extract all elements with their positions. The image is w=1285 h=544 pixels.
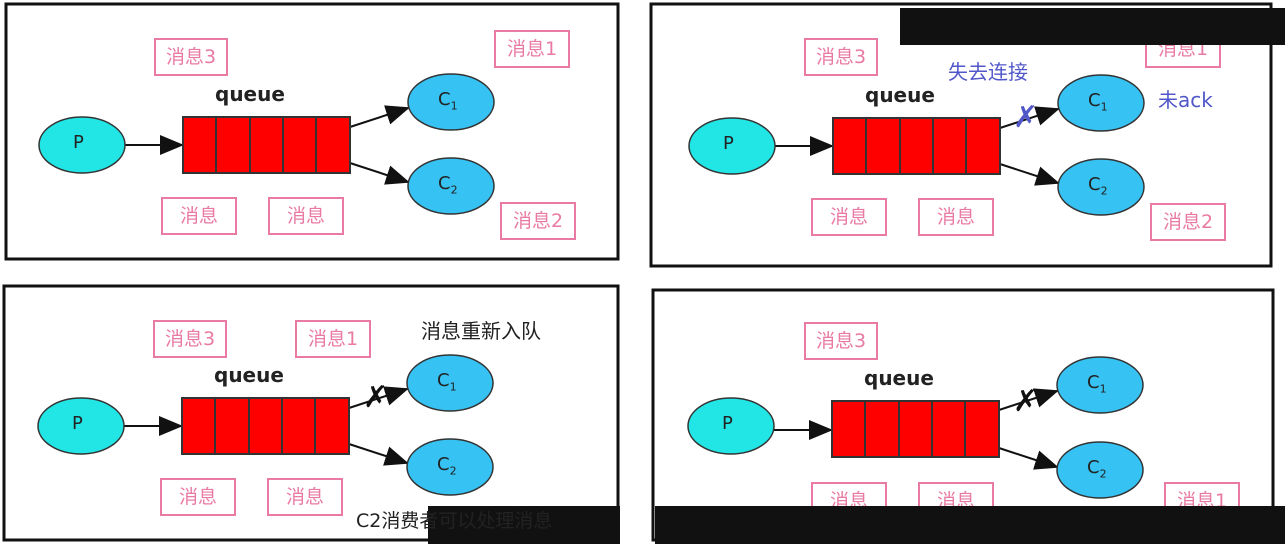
message-box: 消息 — [160, 478, 236, 516]
panel-2-frame — [649, 2, 1273, 268]
queue — [832, 117, 1001, 175]
redaction-bar — [900, 8, 1285, 45]
cross-mark: ✗ — [363, 380, 389, 415]
message-box: 消息 — [918, 198, 994, 236]
cross-mark: ✗ — [1013, 384, 1039, 419]
consumer-c2-node — [406, 438, 494, 496]
c2-label: C2 — [1087, 457, 1107, 481]
producer-node — [687, 397, 775, 455]
producer-node — [37, 397, 125, 455]
queue-to-c2-arrow — [998, 447, 1059, 470]
c2-label: C2 — [437, 454, 457, 478]
consumer-c1-node — [1056, 356, 1144, 414]
requeue-note: 消息重新入队 — [421, 319, 541, 343]
message-box: 消息 — [268, 197, 344, 235]
message-box: 消息1 — [494, 30, 570, 68]
queue — [831, 400, 1000, 458]
message-box: 消息3 — [154, 38, 228, 76]
redaction-bar — [428, 506, 620, 544]
message-box: 消息3 — [153, 320, 227, 358]
message-box: 消息 — [267, 478, 343, 516]
queue-to-c2-arrow — [348, 443, 409, 466]
c1-label: C1 — [437, 370, 457, 394]
lost-connection-note: 失去连接 — [948, 60, 1028, 84]
consumer-c1-node — [1057, 74, 1145, 132]
queue-to-c2-arrow — [999, 163, 1060, 186]
c2-label: C2 — [438, 173, 458, 197]
producer-label: P — [723, 133, 734, 154]
queue-label: queue — [864, 366, 934, 390]
message-box: 消息2 — [500, 202, 576, 240]
consumer-c1-node — [407, 73, 495, 131]
producer-label: P — [72, 413, 83, 434]
producer-node — [688, 117, 776, 175]
producer-label: P — [73, 132, 84, 153]
queue-to-c1-arrow — [349, 105, 410, 128]
message-box: 消息 — [811, 198, 887, 236]
queue — [181, 397, 350, 455]
redaction-bar — [655, 506, 1285, 544]
message-box: 消息 — [161, 197, 237, 235]
queue-to-c1-arrow — [348, 386, 409, 409]
queue — [182, 116, 351, 174]
producer-label: P — [722, 413, 733, 434]
consumer-c1-node — [406, 354, 494, 412]
queue-to-c2-arrow — [349, 162, 410, 185]
message-box: 消息3 — [804, 38, 878, 76]
message-box: 消息3 — [804, 322, 878, 360]
queue-to-c1-arrow — [998, 388, 1059, 411]
message-box: 消息1 — [295, 320, 371, 358]
panel-1-frame — [4, 2, 620, 261]
c2-label: C2 — [1088, 174, 1108, 198]
consumer-c2-node — [1057, 158, 1145, 216]
message-box: 消息2 — [1150, 203, 1226, 241]
producer-node — [38, 116, 126, 174]
consumer-c2-node — [1056, 441, 1144, 499]
queue-to-c1-arrow — [999, 106, 1060, 129]
panel-3-frame — [2, 284, 620, 542]
consumer-c2-node — [407, 157, 495, 215]
c1-label: C1 — [438, 89, 458, 113]
c1-label: C1 — [1088, 90, 1108, 114]
cross-mark: ✗ — [1013, 100, 1039, 135]
no-ack-note: 未ack — [1158, 88, 1213, 112]
c1-label: C1 — [1087, 372, 1107, 396]
queue-label: queue — [214, 363, 284, 387]
queue-label: queue — [865, 83, 935, 107]
c2-can-process-note: C2消费者可以处理消息 — [356, 510, 553, 532]
queue-label: queue — [215, 82, 285, 106]
